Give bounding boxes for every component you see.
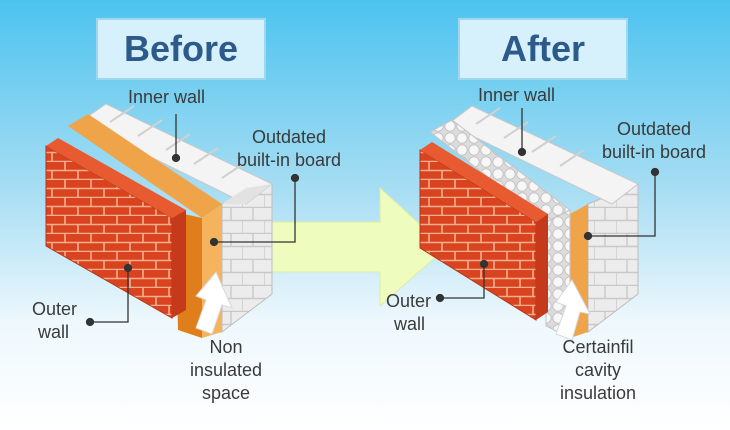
before-outer-wall (45, 138, 186, 319)
before-title: Before (96, 18, 266, 80)
after-board-label-line2: built-in board (601, 142, 707, 162)
after-outer-wall-label-line2: wall (394, 314, 426, 334)
before-board-label-line1: Outdated (251, 127, 327, 147)
after-outer-wall-label: Outer wall (386, 290, 431, 336)
after-board-label: Outdated built-in board (588, 118, 720, 164)
after-board-label-line1: Outdated (616, 119, 692, 139)
before-board-label: Outdated built-in board (224, 126, 354, 172)
before-wall-illustration (45, 103, 273, 338)
after-insulation-label: Certainfil cavity insulation (544, 336, 652, 405)
after-leaders (435, 108, 660, 303)
transition-arrow (271, 186, 447, 308)
after-insulation-label-line3: insulation (559, 383, 637, 403)
after-insulation-label-line1: Certainfil (562, 337, 634, 357)
after-inner-wall-label: Inner wall (478, 85, 556, 105)
after-outer-wall (419, 142, 548, 321)
before-space-arrow (195, 271, 233, 335)
after-insulation-label-line2: cavity (574, 360, 621, 380)
after-wall-illustration (419, 105, 639, 341)
before-outer-wall-label: Outer wall (32, 298, 77, 344)
before-board-label-line2: built-in board (236, 150, 342, 170)
after-title: After (458, 18, 628, 80)
before-space-label-line1: Non (209, 337, 243, 357)
before-space-label: Non insulated space (180, 336, 272, 405)
before-leaders (85, 114, 300, 327)
before-outer-wall-label-line1: Outer (32, 299, 78, 319)
after-insulation-arrow (555, 279, 591, 341)
before-space-label-line3: space (201, 383, 251, 403)
after-outer-wall-label-line1: Outer (386, 291, 432, 311)
before-inner-wall-label: Inner wall (128, 87, 206, 107)
before-space-label-line2: insulated (189, 360, 263, 380)
before-outer-wall-label-line2: wall (38, 322, 70, 342)
after-insulation (429, 119, 571, 339)
